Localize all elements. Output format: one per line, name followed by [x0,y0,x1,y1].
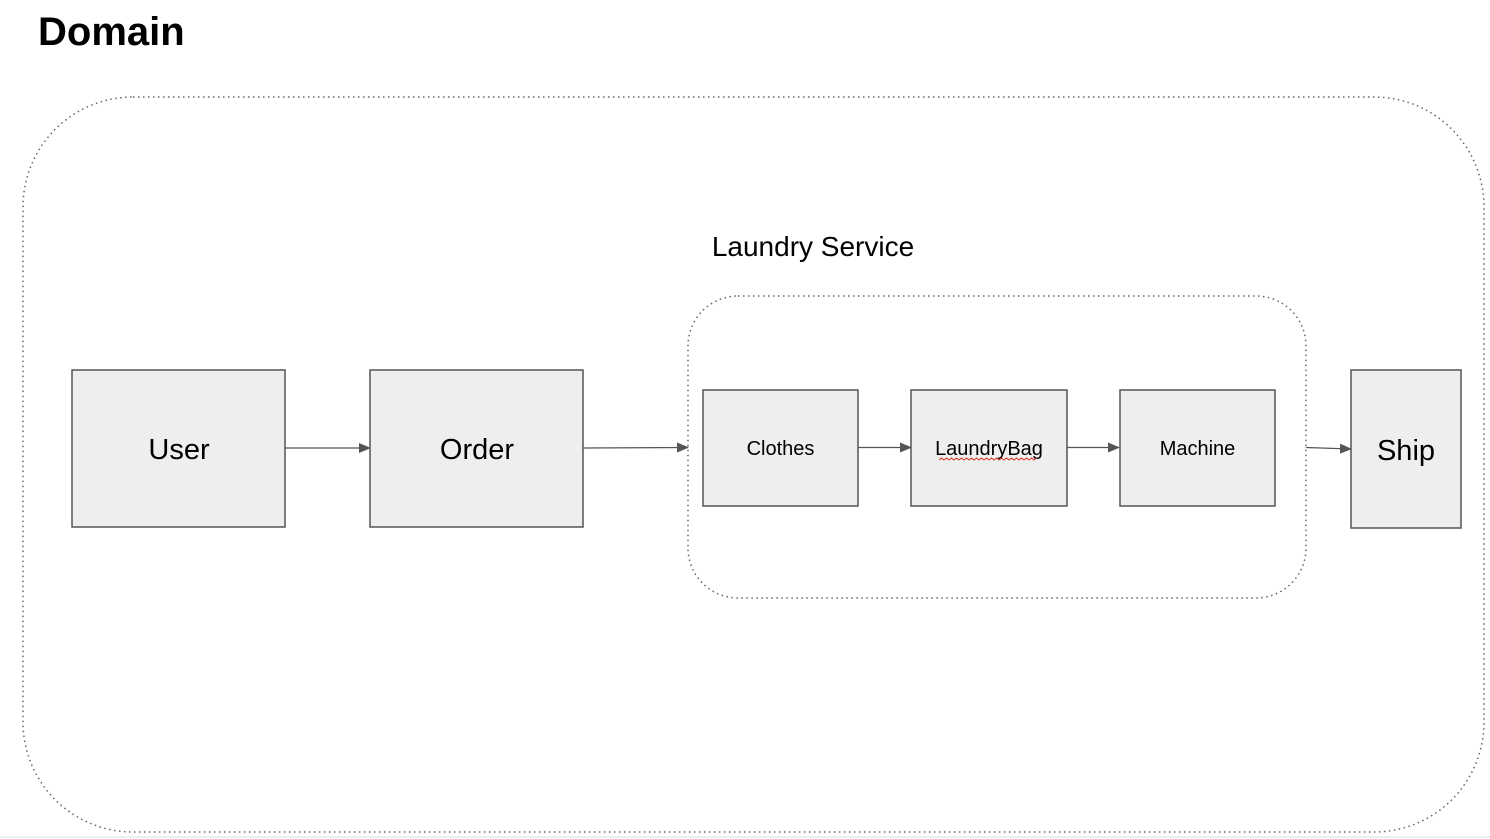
node-label: Order [440,434,514,466]
node-machine[interactable]: Machine [1119,389,1276,507]
node-clothes[interactable]: Clothes [702,389,859,507]
page-title: Domain [38,10,185,54]
node-label: LaundryBag [935,438,1043,460]
node-box [1350,369,1462,529]
node-box [71,369,286,528]
node-label: Machine [1160,438,1236,460]
group-frame-domain [22,96,1485,833]
node-laundrybag[interactable]: LaundryBag [910,389,1068,507]
node-box [702,389,859,507]
edge-laundry-service-ship [1305,443,1352,454]
node-user[interactable]: User [71,369,286,528]
node-box [910,389,1068,507]
node-label: Clothes [747,438,815,460]
edge-order-laundry-service [582,442,689,453]
group-label-laundry-service: Laundry Service [712,231,914,262]
node-order[interactable]: Order [369,369,584,528]
node-label: Ship [1377,435,1435,467]
spellcheck-underline [938,457,1037,461]
node-label: User [148,434,210,466]
group-frame-laundry-service [687,295,1307,599]
node-ship[interactable]: Ship [1350,369,1462,529]
node-box [1119,389,1276,507]
node-box [369,369,584,528]
